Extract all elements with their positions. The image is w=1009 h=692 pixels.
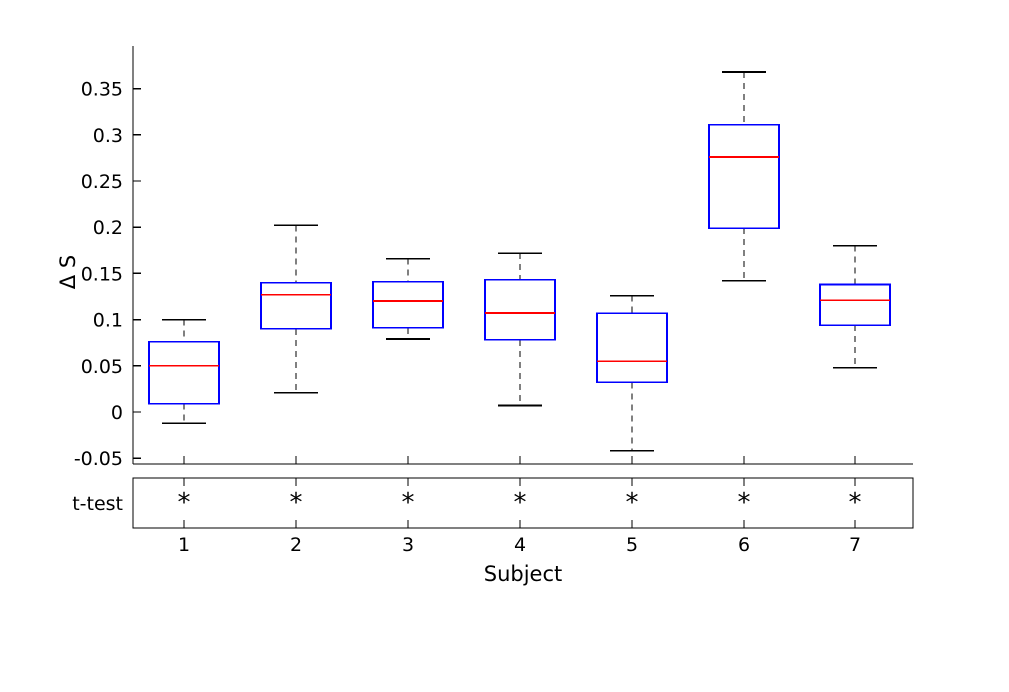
box-iqr (708, 123, 780, 229)
ttest-significance-mark-6: * (738, 488, 751, 518)
ttest-panel-box (132, 477, 914, 529)
box-plot-4 (484, 252, 556, 407)
x-category-label-3: 3 (402, 534, 414, 556)
box-iqr (596, 312, 668, 384)
ttest-significance-mark-1: * (178, 488, 191, 518)
box-plot-1 (148, 318, 220, 424)
ttest-significance-mark-5: * (626, 488, 639, 518)
x-category-label-6: 6 (738, 534, 750, 556)
ttest-significance-mark-2: * (290, 488, 303, 518)
box-plot-6 (708, 71, 780, 282)
x-category-label-1: 1 (178, 534, 190, 556)
y-axis-title: Δ S (56, 255, 80, 289)
x-axis-title: Subject (484, 562, 563, 586)
axes-group: 0.35 0.3 0.25 0.2 0.15 0.1 0.05 0 -0.05 (74, 46, 913, 470)
y-tick-label: 0.35 (81, 79, 123, 101)
box-plot-3 (372, 257, 444, 340)
x-category-label-5: 5 (626, 534, 638, 556)
box-iqr (819, 283, 891, 326)
box-iqr (372, 280, 444, 329)
x-category-label-7: 7 (849, 534, 861, 556)
box-iqr (484, 279, 556, 341)
y-tick-label: 0.2 (93, 217, 123, 239)
box-plot-5 (596, 294, 668, 452)
ttest-significance-mark-7: * (849, 488, 862, 518)
x-category-label-2: 2 (290, 534, 302, 556)
box-plot-7 (819, 244, 891, 369)
y-tick-label: 0.3 (93, 125, 123, 147)
t-test-panel: t-test * * * * * * * (72, 477, 914, 529)
box-iqr (260, 281, 332, 330)
boxes-group (148, 71, 891, 452)
y-tick-label: 0.15 (81, 263, 123, 285)
y-tick-label: 0.25 (81, 171, 123, 193)
ttest-significance-mark-4: * (514, 488, 527, 518)
y-tick-label: 0 (111, 402, 123, 424)
box-iqr (148, 340, 220, 405)
ttest-significance-mark-3: * (402, 488, 415, 518)
y-tick-label: 0.1 (93, 310, 123, 332)
x-category-label-4: 4 (514, 534, 526, 556)
y-tick-label: 0.05 (81, 356, 123, 378)
y-tick-label: -0.05 (74, 448, 123, 470)
ttest-panel-label: t-test (72, 493, 123, 515)
box-plot-2 (260, 224, 332, 394)
